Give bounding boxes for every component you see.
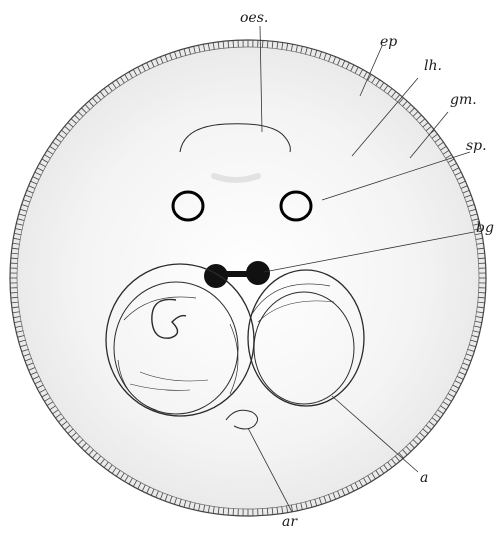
label-gm: gm. [450, 92, 477, 108]
label-ep: ep [380, 34, 397, 50]
label-sp: sp. [466, 138, 487, 154]
label-bg: bg [476, 220, 494, 236]
label-a: a [420, 470, 428, 486]
label-lh: lh. [424, 58, 442, 74]
label-ar: ar [282, 514, 298, 530]
label-oes: oes. [240, 10, 268, 26]
